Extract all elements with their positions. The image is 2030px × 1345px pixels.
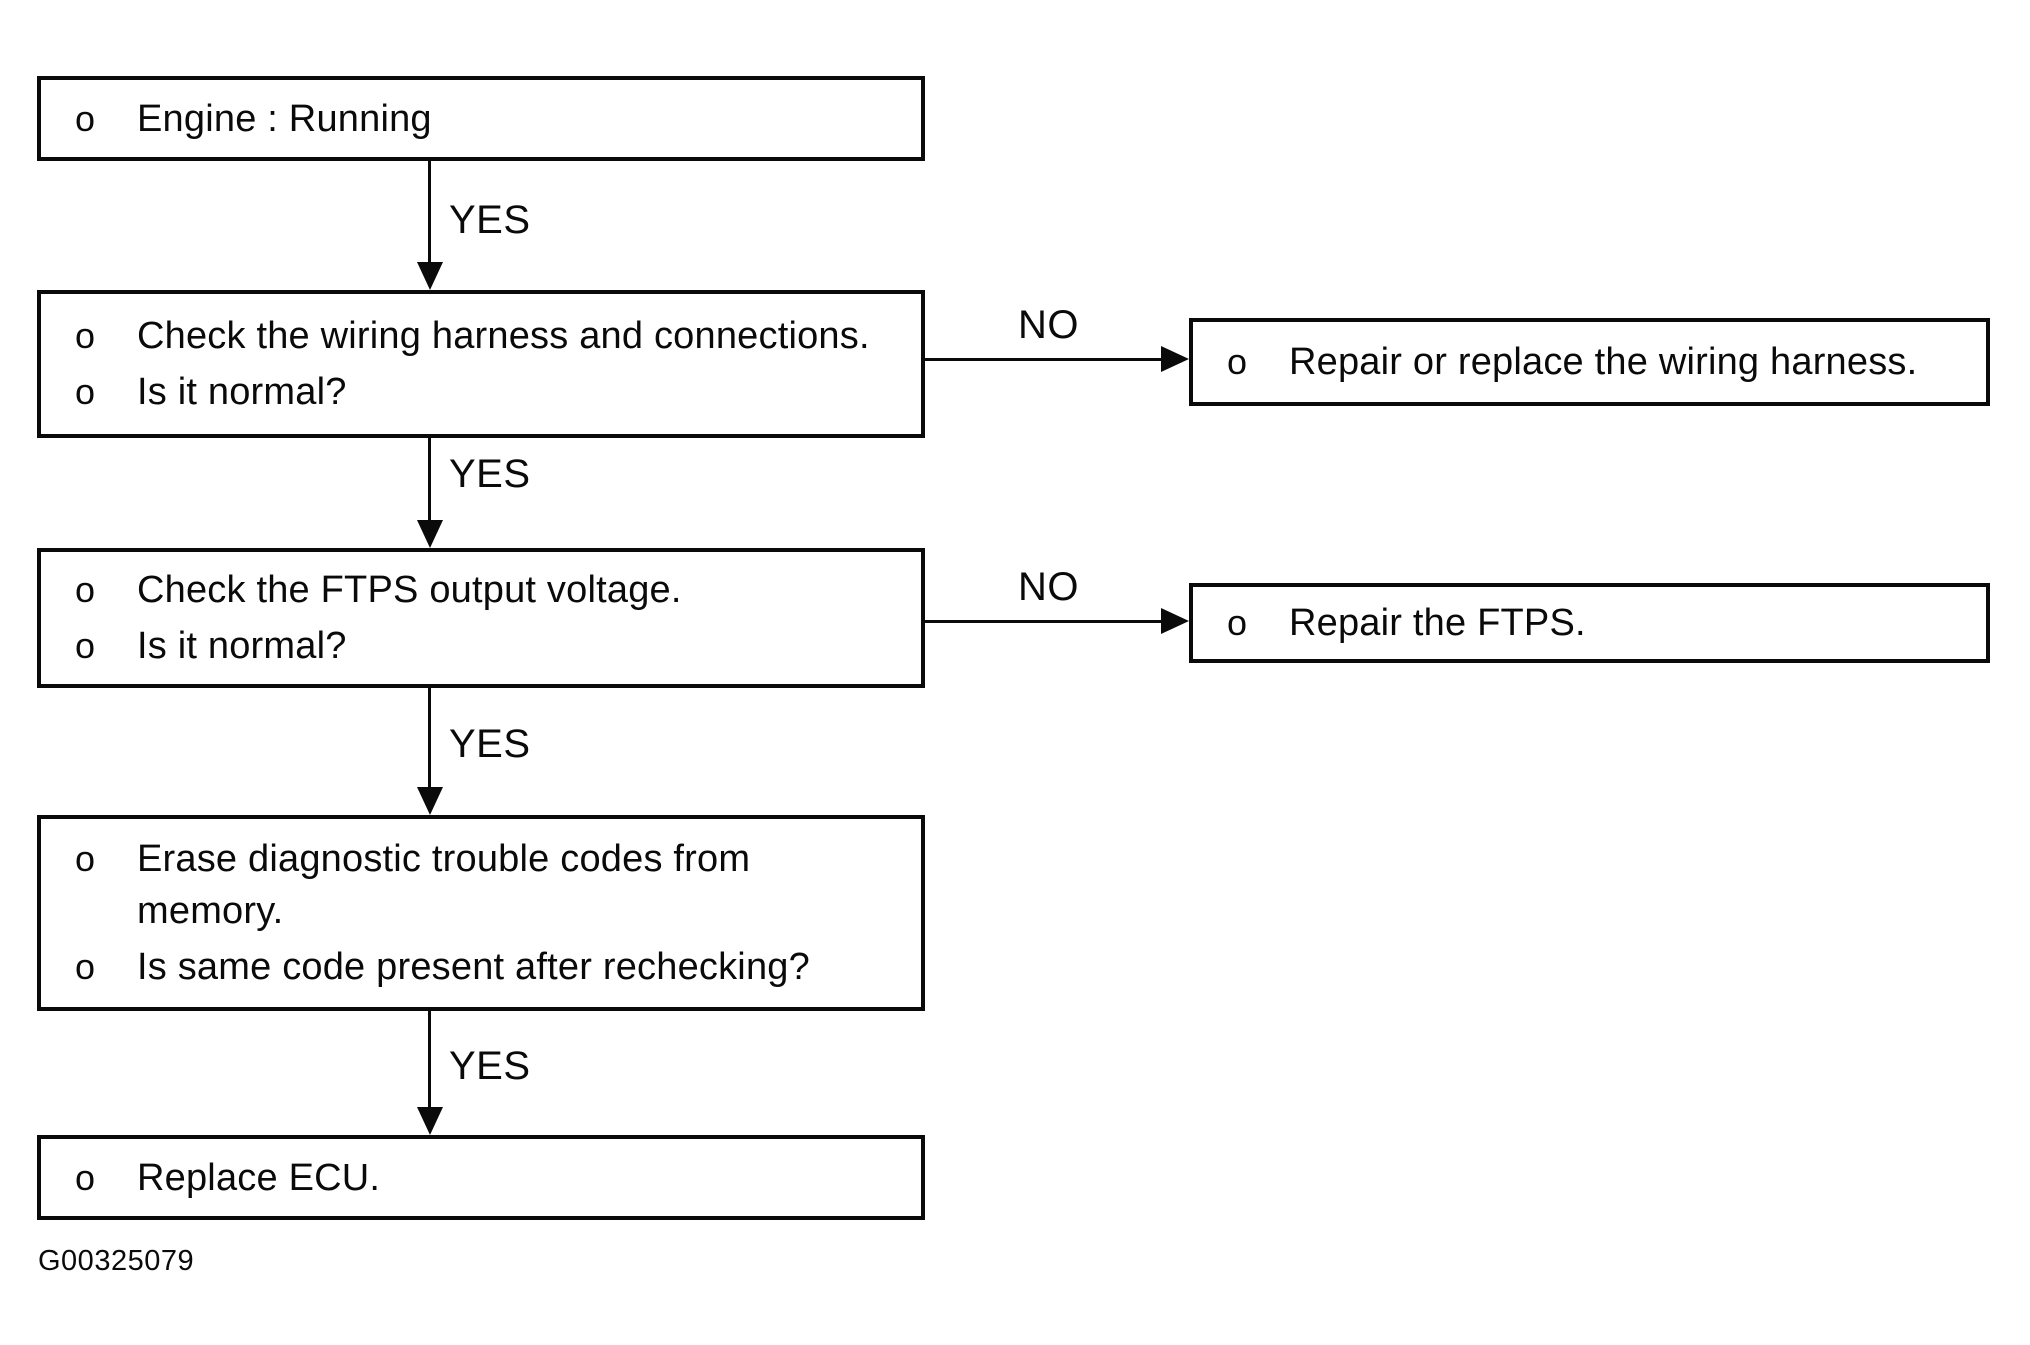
arrowhead-down-icon [417,262,443,290]
flow-box-repair-ftps: o Repair the FTPS. [1189,583,1990,663]
flow-box-row: o Check the wiring harness and connectio… [75,310,897,362]
bullet-marker: o [1227,602,1248,643]
flow-box-erase-codes: o Erase diagnostic trouble codes from me… [37,815,925,1011]
flow-box-row: o Is it normal? [75,620,897,672]
figure-id-caption: G00325079 [38,1245,195,1277]
yes-label-3: YES [449,722,531,766]
connector-line-no-1 [925,358,1165,361]
flow-box-text: Is it normal? [137,371,347,413]
arrowhead-right-icon [1161,608,1189,634]
bullet-marker: o [75,371,96,412]
flow-box-text: Is same code present after rechecking? [137,946,810,988]
yes-label-4: YES [449,1044,531,1088]
no-label-1: NO [1018,303,1079,347]
flow-box-row: o Repair or replace the wiring harness. [1227,336,1962,388]
connector-line-yes-4 [428,1011,431,1109]
flow-box-row: o Check the FTPS output voltage. [75,564,897,616]
flow-box-row: o Replace ECU. [75,1152,897,1204]
no-label-2: NO [1018,565,1079,609]
flow-box-replace-ecu: o Replace ECU. [37,1135,925,1220]
flow-box-text: Erase diagnostic trouble codes from memo… [137,838,751,932]
bullet-marker: o [75,946,96,987]
flow-box-text: Is it normal? [137,625,347,667]
flow-box-text: Replace ECU. [137,1156,381,1199]
flow-box-text: Check the wiring harness and connections… [137,315,870,357]
flow-box-text: Repair or replace the wiring harness. [1289,341,1918,383]
flow-box-row: o Is same code present after rechecking? [75,941,897,993]
flow-box-row: o Engine : Running [75,93,897,145]
arrowhead-right-icon [1161,346,1189,372]
flow-box-row: o Is it normal? [75,366,897,418]
flow-box-text: Repair the FTPS. [1289,602,1586,644]
bullet-marker: o [75,838,96,879]
bullet-marker: o [75,569,96,610]
flow-box-text: Check the FTPS output voltage. [137,569,682,611]
connector-line-yes-1 [428,161,431,264]
bullet-marker: o [75,1156,96,1198]
arrowhead-down-icon [417,787,443,815]
connector-line-no-2 [925,620,1165,623]
flow-box-engine-running: o Engine : Running [37,76,925,161]
arrowhead-down-icon [417,1107,443,1135]
yes-label-2: YES [449,452,531,496]
flow-box-row: o Repair the FTPS. [1227,597,1962,649]
connector-line-yes-2 [428,438,431,524]
connector-line-yes-3 [428,688,431,789]
bullet-marker: o [75,97,96,139]
yes-label-1: YES [449,198,531,242]
bullet-marker: o [1227,341,1248,382]
flow-box-row: o Erase diagnostic trouble codes from me… [75,833,897,937]
flow-box-check-wiring: o Check the wiring harness and connectio… [37,290,925,438]
bullet-marker: o [75,315,96,356]
flow-box-repair-wiring: o Repair or replace the wiring harness. [1189,318,1990,406]
flow-box-check-ftps: o Check the FTPS output voltage. o Is it… [37,548,925,688]
flow-box-text: Engine : Running [137,97,432,140]
bullet-marker: o [75,625,96,666]
arrowhead-down-icon [417,520,443,548]
